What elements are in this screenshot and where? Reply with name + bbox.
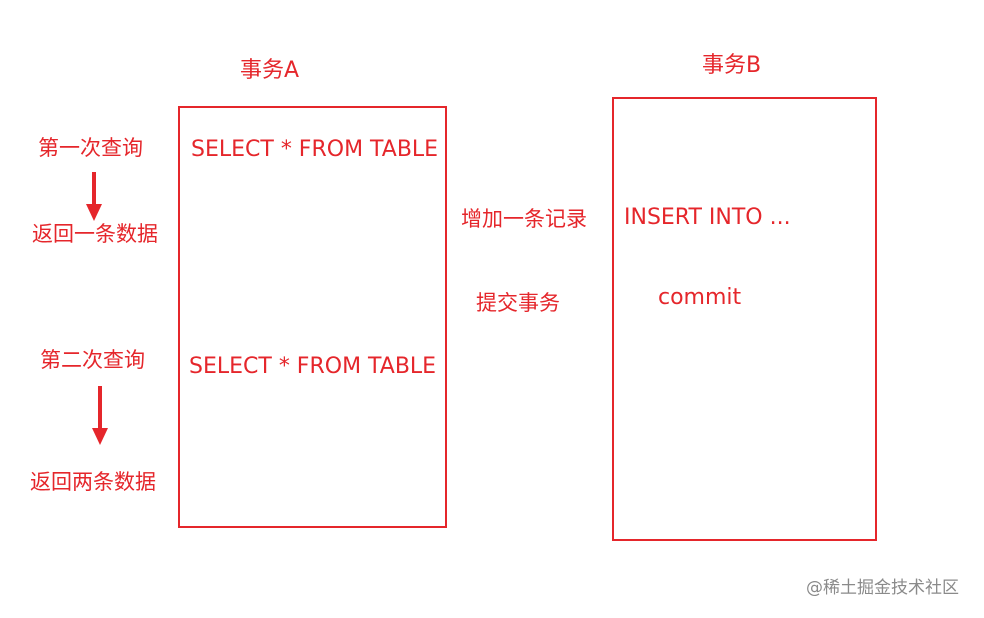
down-arrow-icon [86,172,102,221]
commit-transaction-label: 提交事务 [476,291,560,315]
transaction-b-box [612,97,877,541]
transaction-a-title: 事务A [240,58,300,83]
return-one-row-label: 返回一条数据 [32,222,158,246]
return-two-rows-label: 返回两条数据 [30,470,156,494]
watermark: @稀土掘金技术社区 [806,578,959,598]
down-arrow-icon [92,386,108,445]
add-record-label: 增加一条记录 [461,207,587,231]
transaction-b-commit: commit [658,285,742,310]
transaction-b-insert: INSERT INTO ... [624,205,791,230]
transaction-a-sql-second: SELECT * FROM TABLE [189,354,437,379]
transaction-b-title: 事务B [702,53,762,78]
second-query-label: 第二次查询 [40,348,145,372]
first-query-label: 第一次查询 [38,136,143,160]
transaction-a-sql-first: SELECT * FROM TABLE [191,137,439,162]
transaction-a-box [178,106,447,528]
